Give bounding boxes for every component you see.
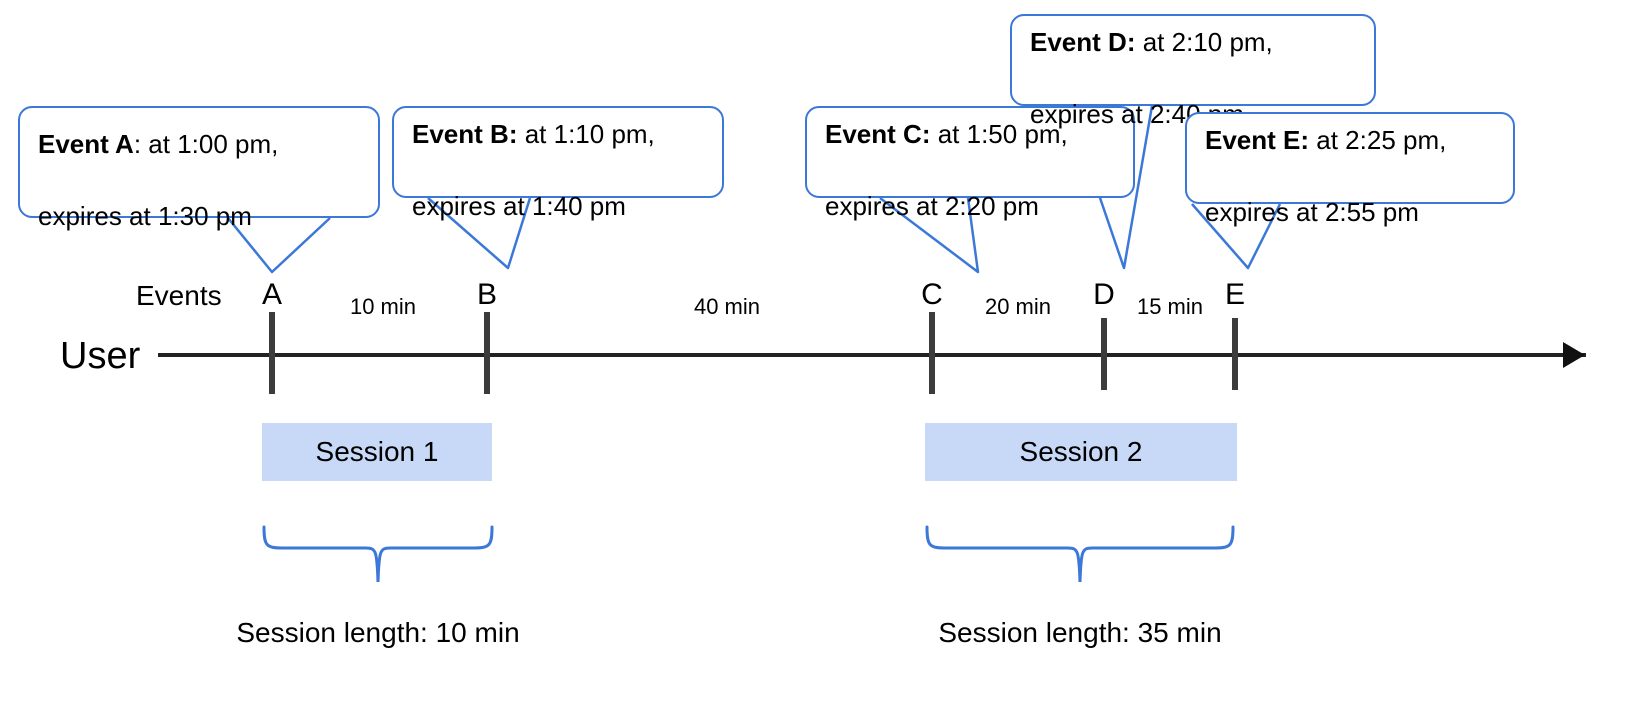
callout-event-b-text: Event B: at 1:10 pm, expires at 1:40 pm: [394, 80, 673, 224]
callout-event-a-text: Event A: at 1:00 pm, expires at 1:30 pm: [20, 90, 296, 234]
marker-label-d: D: [1093, 278, 1115, 311]
brace-session-1: [262, 525, 494, 583]
interval-label-d-e: 15 min: [1136, 294, 1204, 319]
tick-mark-e: [1232, 318, 1238, 390]
timeline-axis: [158, 353, 1586, 357]
callout-event-e[interactable]: Event E: at 2:25 pm, expires at 2:55 pm: [1185, 112, 1515, 227]
tick-mark-a: [269, 312, 275, 394]
tick-mark-b: [484, 312, 490, 394]
interval-label-a-b: 10 min: [349, 294, 417, 319]
callout-event-e-sep: :: [1300, 125, 1310, 155]
callout-event-d[interactable]: Event D: at 2:10 pm, expires at 2:40 pm: [1010, 14, 1376, 129]
session-box-2[interactable]: Session 2: [925, 423, 1237, 481]
tick-mark-d: [1101, 318, 1107, 390]
session-box-2-label: Session 2: [1019, 436, 1143, 467]
callout-event-b[interactable]: Event B: at 1:10 pm, expires at 1:40 pm: [392, 106, 724, 221]
callout-event-c-title: Event C: [825, 119, 922, 149]
callout-event-a-title: Event A: [38, 129, 134, 159]
callout-event-d-sep: :: [1126, 27, 1136, 57]
callout-event-d-title: Event D: [1030, 27, 1127, 57]
session-1-length-caption: Session length: 10 min: [236, 617, 520, 648]
user-row-label: User: [60, 335, 141, 377]
interval-label-c-d: 20 min: [984, 294, 1052, 319]
tick-mark-c: [929, 312, 935, 394]
callout-event-e-line1: at 2:25 pm,: [1309, 125, 1447, 155]
callout-event-a[interactable]: Event A: at 1:00 pm, expires at 1:30 pm: [18, 106, 380, 231]
callout-event-e-line2: expires at 2:55 pm: [1205, 197, 1419, 227]
callout-event-b-title: Event B: [412, 119, 509, 149]
callout-event-b-line2: expires at 1:40 pm: [412, 191, 626, 221]
marker-label-c: C: [921, 278, 943, 311]
callout-event-c-line1: at 1:50 pm,: [930, 119, 1068, 149]
callout-event-b-sep: :: [508, 119, 518, 149]
callout-event-a-line1: at 1:00 pm,: [141, 129, 279, 159]
marker-label-e: E: [1224, 278, 1245, 311]
callout-event-c-sep: :: [921, 119, 931, 149]
callout-event-c-line2: expires at 2:20 pm: [825, 191, 1039, 221]
timeline-arrow-icon: [1563, 342, 1585, 368]
callout-event-a-sep: :: [133, 129, 142, 159]
callout-event-a-line2: expires at 1:30 pm: [38, 201, 252, 231]
marker-label-a: A: [261, 278, 282, 311]
callout-event-e-title: Event E: [1205, 125, 1301, 155]
marker-label-b: B: [476, 278, 497, 311]
session-2-length-caption: Session length: 35 min: [938, 617, 1222, 648]
session-box-1-label: Session 1: [315, 436, 439, 467]
callout-event-e-text: Event E: at 2:25 pm, expires at 2:55 pm: [1187, 86, 1464, 230]
callout-event-b-line1: at 1:10 pm,: [517, 119, 655, 149]
session-box-1[interactable]: Session 1: [262, 423, 492, 481]
callout-event-d-line1: at 2:10 pm,: [1135, 27, 1273, 57]
interval-label-b-c: 40 min: [693, 294, 761, 319]
events-row-label: Events: [136, 280, 222, 311]
brace-session-2: [925, 525, 1235, 583]
